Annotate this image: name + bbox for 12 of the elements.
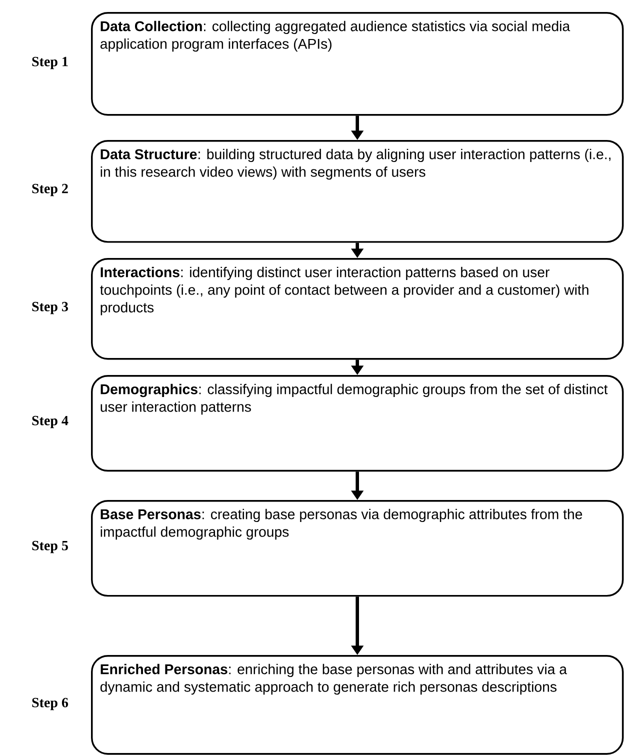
process-box: Base Personas: creating base personas via demographic attributes from the impactful demographic groups — [91, 500, 624, 597]
step-label: Step 1 — [32, 56, 68, 70]
process-box: Interactions: identifying distinct user interaction patterns based on user touchpoints (i.e., any point of contact between a provider and a customer) with products — [91, 258, 624, 360]
step-label: Step 6 — [32, 698, 68, 710]
step-label: Step 4 — [32, 416, 68, 428]
process-box: Demographics: classifying impactful demographic groups from the set of distinct user interaction patterns — [91, 375, 624, 472]
step-label: Step 2 — [32, 184, 68, 196]
step-label: Step 3 — [32, 302, 68, 314]
process-box: Data Structure: building structured data by aligning user interaction patterns (i.e., in this research video views) with segments of users — [91, 140, 624, 243]
step-label: Step 5 — [32, 540, 68, 554]
process-box: Enriched Personas: enriching the base personas with and attributes via a dynamic and systematic approach to generate rich personas descriptions — [91, 655, 624, 755]
process-box: Data Collection: collecting aggregated audience statistics via social media application program interfaces (APIs) — [91, 12, 624, 116]
